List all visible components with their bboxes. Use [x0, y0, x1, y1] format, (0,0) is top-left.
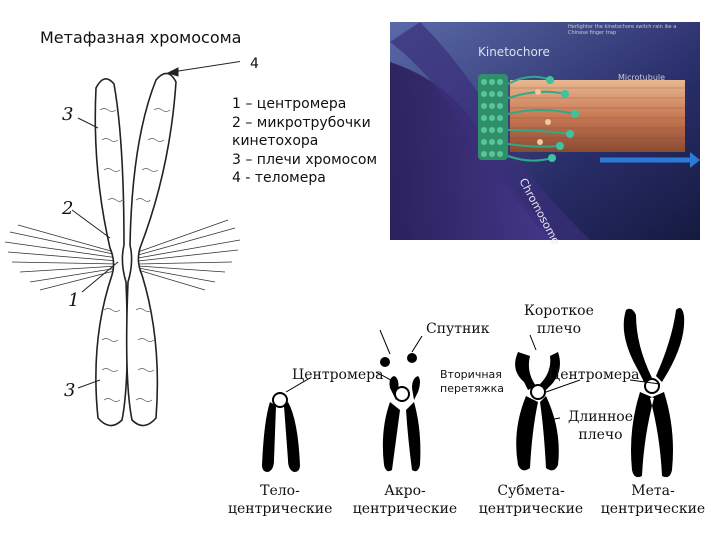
sputnik-label: Спутник — [426, 320, 489, 338]
metacentric-label: Мета- центрические — [600, 482, 706, 518]
left-chromatid — [95, 79, 127, 426]
secondary-constriction-label: Вторичная перетяжка — [440, 368, 504, 396]
label-3-bottom: 3 — [64, 380, 75, 401]
telocentric-chromosome — [262, 402, 300, 472]
legend-item: 2 – микротрубочки — [232, 114, 377, 133]
centromere-label-left: Центромера — [292, 366, 383, 384]
legend-item: 4 - теломера — [232, 169, 377, 188]
acrocentric-label: Акро- центрические — [352, 482, 458, 518]
legend-item: 3 – плечи хромосом — [232, 151, 377, 170]
label-4: 4 — [250, 56, 259, 72]
photo-caption: Herlighter the kinetochore switch rain i… — [568, 24, 696, 36]
legend-item: кинетохора — [232, 132, 377, 151]
centromere-label-right: Центромера — [548, 366, 639, 384]
long-arm-label: Длинное плечо — [568, 408, 633, 444]
kinetochore-plate — [478, 74, 508, 160]
metaphase-chromosome-drawing — [0, 0, 240, 540]
short-arm-label: Короткое плечо — [524, 302, 594, 338]
legend: 1 – центромера 2 – микротрубочки кинетох… — [232, 95, 377, 188]
label-2: 2 — [62, 198, 73, 219]
microtubule-label: Microtubule — [618, 73, 665, 82]
label-3-top: 3 — [62, 104, 73, 125]
submetacentric-label: Субмета- центрические — [478, 482, 584, 518]
kinetochore-label: Kinetochore — [478, 45, 550, 59]
telocentric-label: Тело- центрические — [228, 482, 332, 518]
label-1: 1 — [68, 290, 79, 311]
right-chromatid — [127, 73, 176, 425]
legend-item: 1 – центромера — [232, 95, 377, 114]
